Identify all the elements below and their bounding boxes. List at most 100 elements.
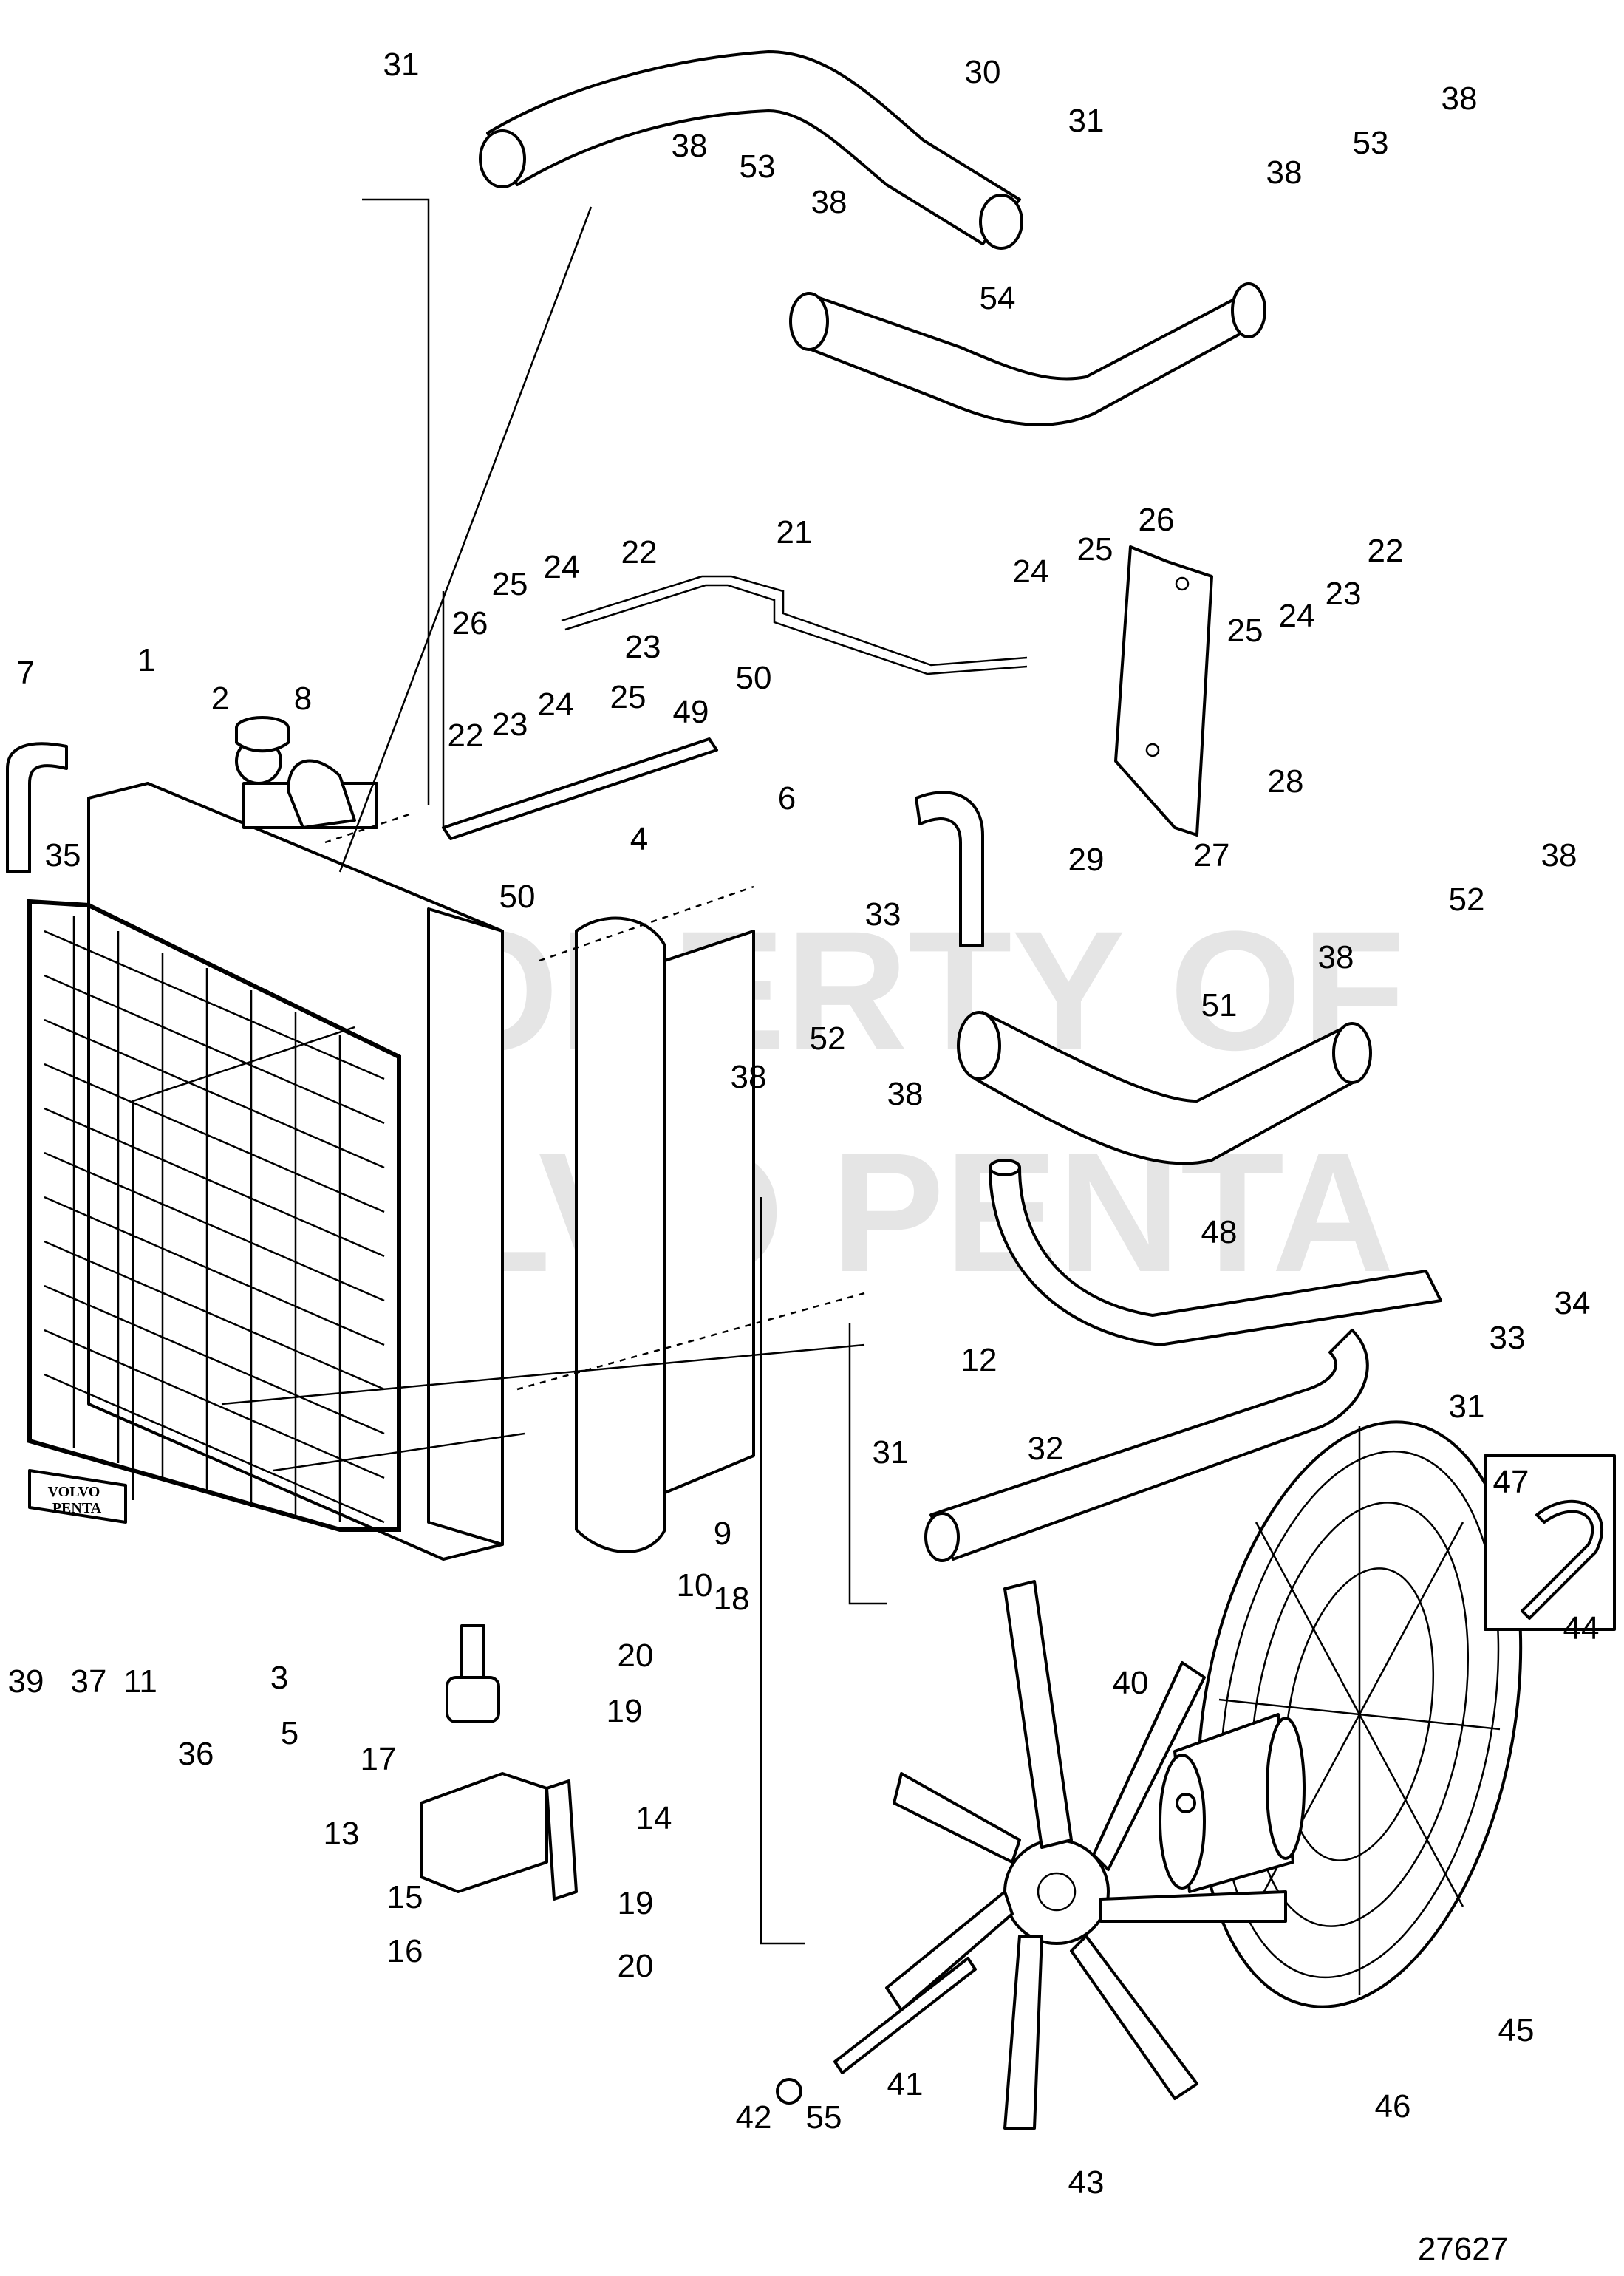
- grille-35: [27, 899, 401, 1532]
- callout-53a: 53: [740, 149, 776, 185]
- callout-42: 42: [736, 2099, 772, 2136]
- callout-52b: 52: [1449, 882, 1485, 918]
- hose-7: [6, 742, 68, 873]
- callout-32: 32: [1028, 1431, 1064, 1467]
- callout-33a: 33: [865, 896, 901, 933]
- callout-21: 21: [777, 514, 813, 551]
- callout-31d: 31: [873, 1434, 909, 1471]
- callout-26b: 26: [1139, 502, 1175, 538]
- bracket-13: [420, 1772, 548, 1893]
- callout-14: 14: [636, 1800, 672, 1836]
- inset-47: [1484, 1454, 1616, 1631]
- callout-3: 3: [270, 1660, 288, 1696]
- callout-24a: 24: [544, 549, 580, 585]
- callout-17: 17: [361, 1741, 397, 1777]
- callout-27: 27: [1194, 837, 1230, 873]
- callout-28: 28: [1268, 763, 1304, 800]
- callout-51: 51: [1201, 987, 1238, 1023]
- callout-25d: 25: [1227, 613, 1263, 649]
- callout-24b: 24: [538, 686, 574, 723]
- callout-18: 18: [714, 1581, 750, 1617]
- callout-11: 11: [123, 1663, 157, 1700]
- callout-22a: 22: [621, 534, 658, 570]
- callout-41: 41: [887, 2066, 924, 2102]
- callout-10: 10: [677, 1567, 713, 1604]
- callout-24d: 24: [1279, 598, 1315, 634]
- callout-52a: 52: [810, 1021, 846, 1057]
- callout-38a: 38: [672, 128, 708, 164]
- callout-9: 9: [714, 1516, 731, 1552]
- callout-44: 44: [1563, 1610, 1600, 1646]
- callout-25b: 25: [610, 679, 646, 715]
- callout-2: 2: [211, 681, 229, 717]
- callout-31c: 31: [1449, 1389, 1485, 1425]
- callout-12: 12: [961, 1342, 997, 1378]
- callout-39: 39: [8, 1663, 44, 1700]
- callout-23b: 23: [492, 706, 528, 743]
- callout-48: 48: [1201, 1214, 1238, 1250]
- callout-26a: 26: [452, 605, 488, 641]
- callout-38b: 38: [811, 184, 847, 220]
- callout-43: 43: [1068, 2164, 1105, 2201]
- callout-38e: 38: [731, 1059, 767, 1095]
- callout-20b: 20: [618, 1948, 654, 1984]
- callout-29: 29: [1068, 842, 1105, 878]
- hose-48: [915, 791, 1442, 1346]
- volvo-penta-badge-37: VOLVO PENTA: [28, 1469, 127, 1524]
- callout-23c: 23: [1326, 576, 1362, 612]
- callout-38h: 38: [1541, 837, 1577, 873]
- fan-hub-40: [1159, 1713, 1306, 1893]
- callout-22c: 22: [1368, 533, 1404, 569]
- callout-1: 1: [137, 642, 155, 678]
- callout-55: 55: [806, 2099, 842, 2136]
- badge-line-2: PENTA: [52, 1500, 102, 1516]
- callout-23a: 23: [625, 629, 661, 665]
- fan-43: [885, 1580, 1287, 2130]
- callout-31a: 31: [383, 47, 420, 83]
- callout-36: 36: [178, 1736, 214, 1772]
- callout-35: 35: [45, 837, 81, 873]
- callout-50b: 50: [499, 879, 536, 915]
- hose-51: [957, 1011, 1372, 1165]
- callout-13: 13: [324, 1816, 360, 1852]
- callout-19a: 19: [607, 1693, 643, 1729]
- callout-38c: 38: [1266, 154, 1303, 191]
- mount-17: [446, 1624, 500, 1723]
- callout-53b: 53: [1353, 125, 1389, 161]
- callout-47: 47: [1493, 1464, 1529, 1500]
- badge-line-1: VOLVO: [48, 1484, 100, 1500]
- drawing-reference-number: 27627: [1418, 2231, 1508, 2267]
- bracket-27: [1114, 545, 1213, 837]
- callout-38d: 38: [1442, 81, 1478, 117]
- cap-2: [235, 716, 290, 753]
- callout-54: 54: [980, 280, 1016, 316]
- callout-25c: 25: [1077, 531, 1113, 568]
- callout-30: 30: [965, 54, 1001, 90]
- callout-24c: 24: [1013, 553, 1049, 590]
- callout-16: 16: [387, 1933, 423, 1969]
- callout-31b: 31: [1068, 103, 1105, 139]
- bolt-14: [545, 1779, 578, 1901]
- callouts: 1 2 3 4 5 6 7 8 9 10 11 12 13 14 15 16 1…: [8, 47, 1600, 2201]
- callout-22b: 22: [448, 718, 484, 754]
- callout-25a: 25: [492, 566, 528, 602]
- callout-46: 46: [1375, 2088, 1411, 2125]
- callout-4: 4: [630, 821, 648, 857]
- callout-5: 5: [281, 1715, 298, 1751]
- stud-41: [833, 1957, 977, 2074]
- nut-42: [776, 2078, 802, 2105]
- hose-54: [789, 282, 1266, 426]
- callout-34: 34: [1555, 1285, 1591, 1321]
- callout-6: 6: [778, 780, 796, 817]
- callout-33b: 33: [1490, 1320, 1526, 1356]
- callout-45: 45: [1498, 2012, 1535, 2048]
- rod-49: [442, 737, 718, 840]
- hose-30: [479, 50, 1023, 250]
- callout-15: 15: [387, 1879, 423, 1915]
- callout-38f: 38: [887, 1076, 924, 1112]
- rod-21: [561, 575, 1028, 675]
- callout-19b: 19: [618, 1885, 654, 1921]
- assembly-lines: [132, 198, 887, 1945]
- callout-49: 49: [673, 694, 709, 730]
- callout-40: 40: [1113, 1665, 1149, 1701]
